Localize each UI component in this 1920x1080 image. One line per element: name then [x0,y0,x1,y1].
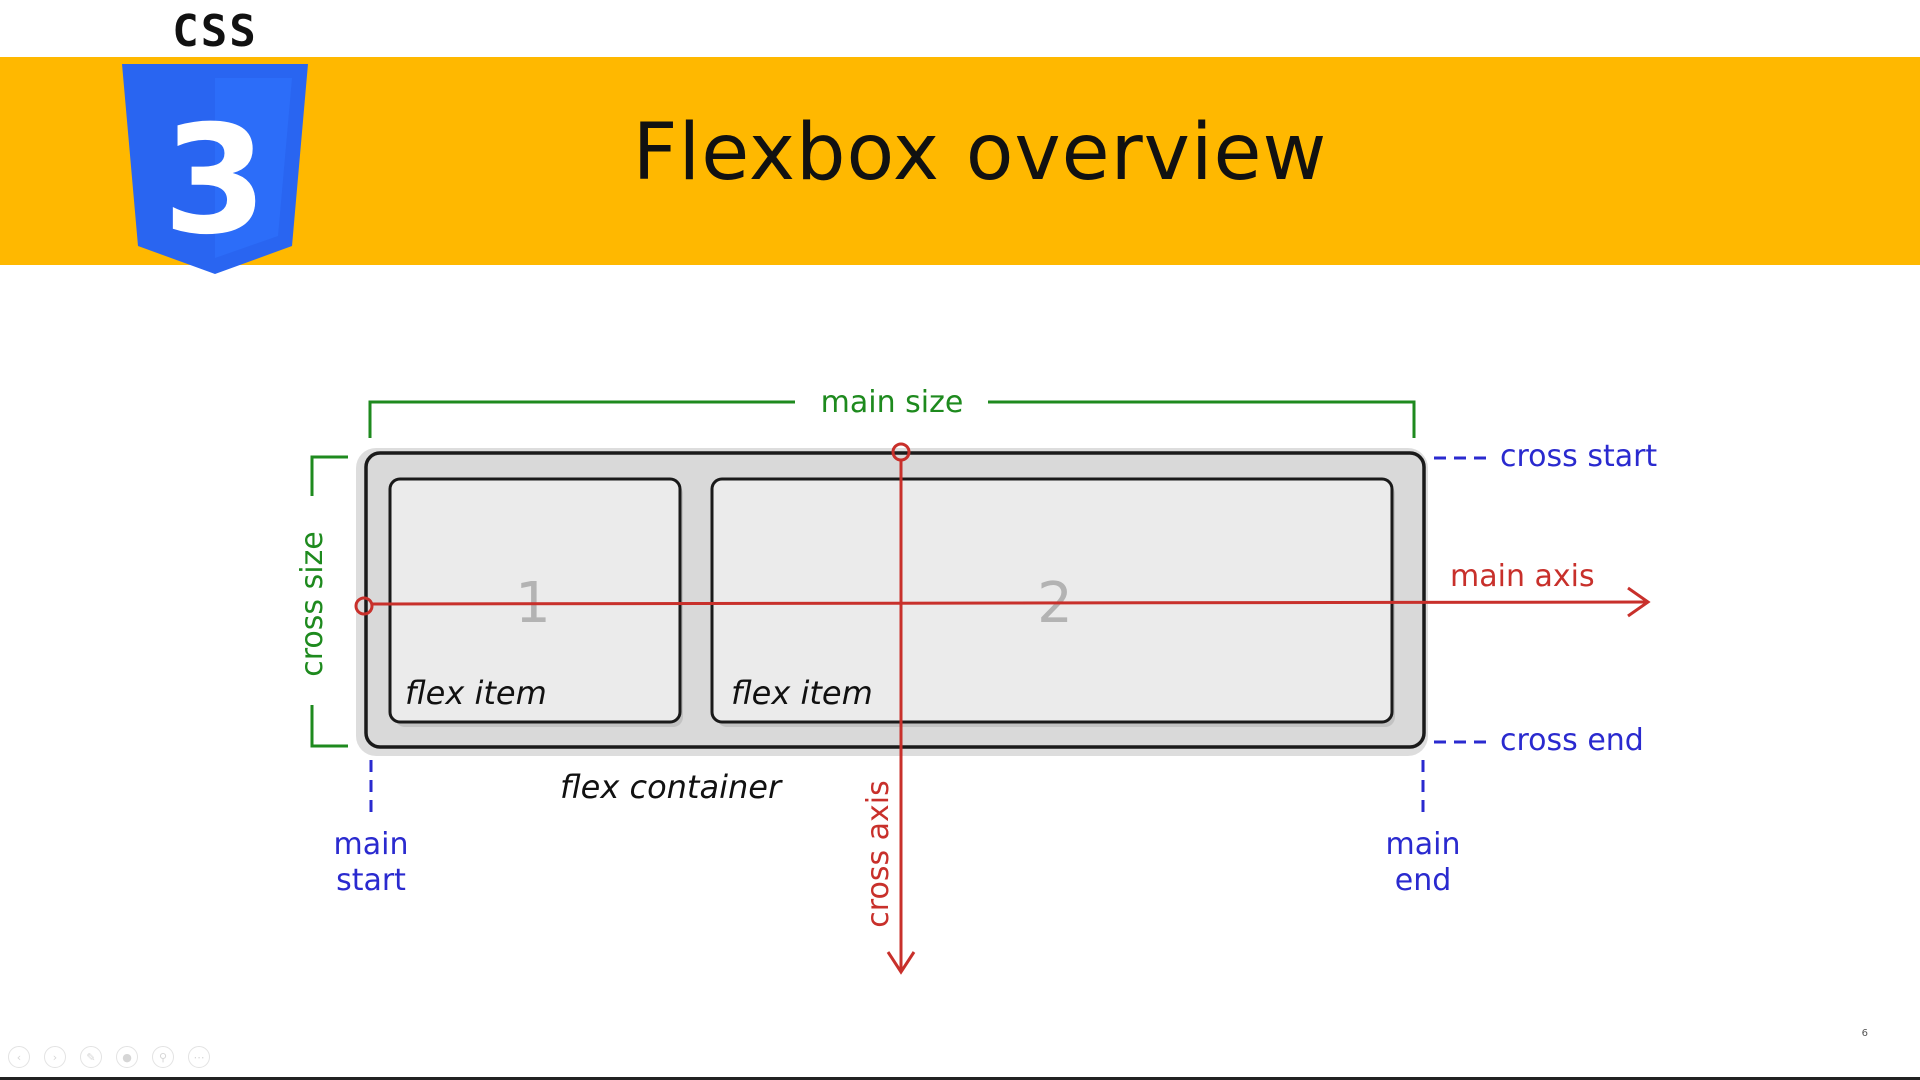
pen-icon[interactable]: ✎ [80,1046,102,1068]
cross-start-label: cross start [1500,439,1657,474]
main-end-label-line1: main [1386,827,1461,862]
cross-axis-arrow [886,442,916,975]
cross-size-bracket [310,455,348,748]
main-axis-arrow [354,586,1651,618]
flex-item-1: 1 flex item [388,477,683,727]
more-icon[interactable]: ⋯ [188,1046,210,1068]
flex-item-2: 2 flex item [710,477,1395,727]
cross-size-label: cross size [295,531,330,677]
css3-numeral: 3 [163,94,267,268]
main-end-label-line2: end [1395,863,1452,898]
css-wordmark: CSS [172,6,258,57]
flex-item-1-label: flex item [405,674,547,712]
flex-item-2-label: flex item [731,674,873,712]
title-banner [0,57,1920,265]
next-icon[interactable]: › [44,1046,66,1068]
presentation-controls: ‹ › ✎ ● ⚲ ⋯ [8,1046,210,1068]
zoom-icon[interactable]: ⚲ [152,1046,174,1068]
css3-shield-logo: 3 [122,64,308,274]
prev-icon[interactable]: ‹ [8,1046,30,1068]
pointer-icon[interactable]: ● [116,1046,138,1068]
flex-container-label: flex container [560,768,783,806]
cross-axis-label: cross axis [861,780,896,927]
bottom-border [0,1077,1920,1080]
main-start-label-line2: start [336,863,406,898]
cross-end-label: cross end [1500,723,1644,758]
main-axis-label: main axis [1450,559,1595,594]
page-marker: 6 [1861,1028,1868,1039]
main-start-label-line1: main [334,827,409,862]
main-size-bracket [368,400,1416,438]
main-size-label: main size [821,385,964,420]
page-title: Flexbox overview [632,108,1328,198]
